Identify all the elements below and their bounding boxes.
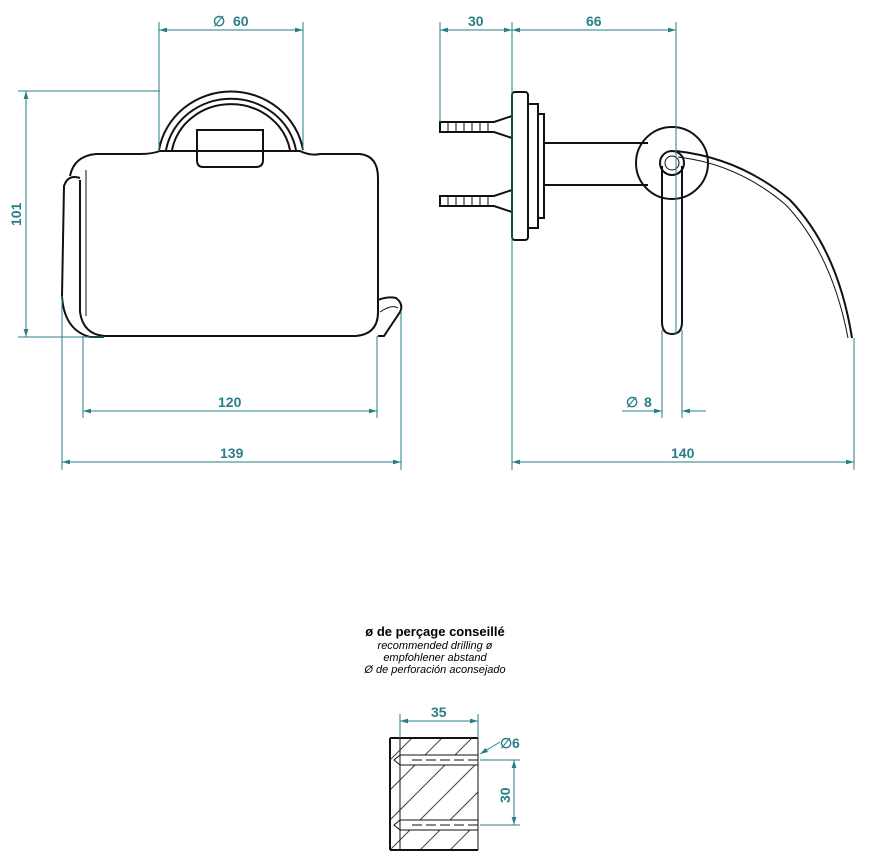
dim-label: 8 — [644, 394, 652, 410]
dim-side-depth-base: 30 — [439, 13, 513, 470]
dim-drill-vertical: 30 — [480, 759, 520, 826]
dim-label: 66 — [586, 13, 602, 29]
dim-label: 101 — [8, 202, 24, 226]
dim-side-overall: 140 — [512, 338, 855, 470]
dim-label: 139 — [220, 445, 244, 461]
caption-german: empfohlener abstand — [383, 652, 487, 664]
caption-title: ø de perçage conseillé — [365, 624, 505, 639]
dim-front-overall-width: 139 — [61, 296, 402, 470]
dim-front-height: 101 — [8, 90, 160, 338]
side-view — [439, 91, 853, 339]
front-view — [60, 90, 403, 338]
drilling-caption: ø de perçage conseillé recommended drill… — [285, 624, 585, 676]
dim-label: 60 — [233, 13, 249, 29]
dim-label: 35 — [431, 704, 447, 720]
diameter-symbol: ∅ — [500, 735, 512, 751]
dim-label: 6 — [512, 735, 520, 751]
dim-drill-hole-diameter: ∅ 6 — [479, 735, 520, 755]
wall-plug-lower — [439, 188, 513, 214]
wall-plug-upper — [439, 114, 513, 140]
dim-label: 120 — [218, 394, 242, 410]
dim-front-inner-width: 120 — [82, 336, 378, 418]
dim-label: 30 — [497, 787, 513, 803]
diameter-symbol: ∅ — [213, 13, 225, 29]
dim-label: 30 — [468, 13, 484, 29]
diameter-symbol: ∅ — [626, 394, 638, 410]
dim-side-depth-arm: 66 — [512, 13, 677, 334]
caption-spanish: Ø de perforación aconsejado — [364, 664, 506, 676]
caption-english: recommended drilling ø — [377, 640, 493, 652]
dim-front-ring-diameter: ∅ 60 — [158, 13, 304, 150]
dim-drill-horizontal: 35 — [399, 704, 479, 738]
dim-side-bar-diameter: ∅ 8 — [622, 330, 706, 418]
dim-label: 140 — [671, 445, 695, 461]
drilling-detail — [389, 737, 479, 851]
